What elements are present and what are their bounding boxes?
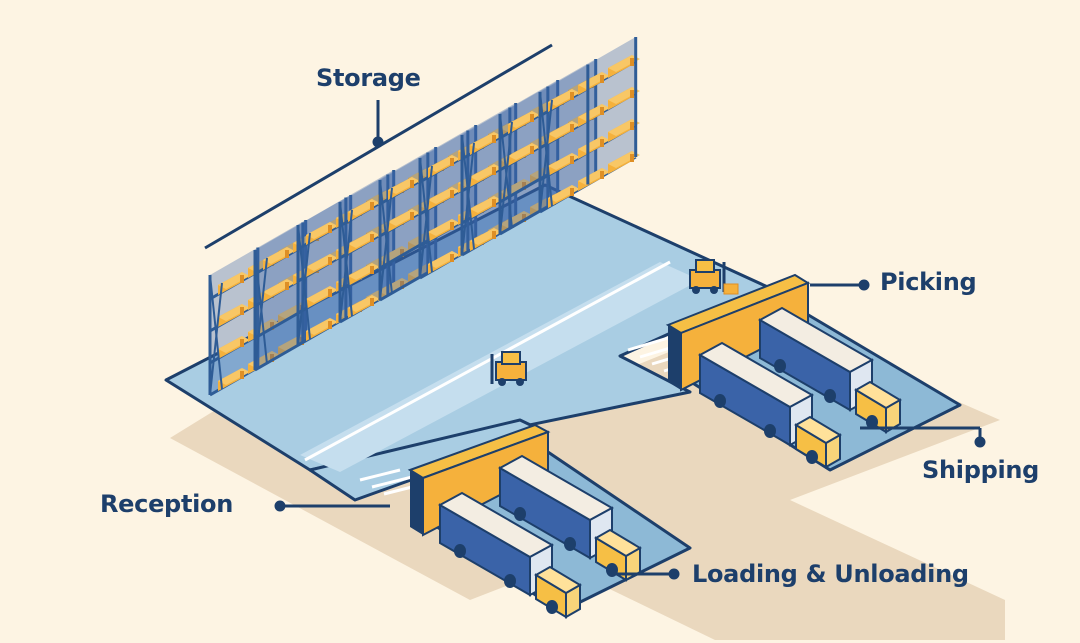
trucks <box>437 306 902 619</box>
truck-icon <box>757 306 902 434</box>
label-picking: Picking <box>880 268 977 296</box>
label-reception: Reception <box>100 490 234 518</box>
truck-icon <box>697 341 842 469</box>
label-shipping: Shipping <box>922 456 1040 484</box>
forklift-icon <box>490 351 527 386</box>
storage-rack-icon <box>538 37 640 214</box>
truck-icon <box>497 454 642 582</box>
leader-lines <box>274 100 986 580</box>
forklift-icon <box>689 259 739 295</box>
storage-racks <box>208 37 640 397</box>
label-storage: Storage <box>316 64 421 92</box>
truck-icon <box>437 491 582 619</box>
label-loading-unloading: Loading & Unloading <box>692 560 969 588</box>
